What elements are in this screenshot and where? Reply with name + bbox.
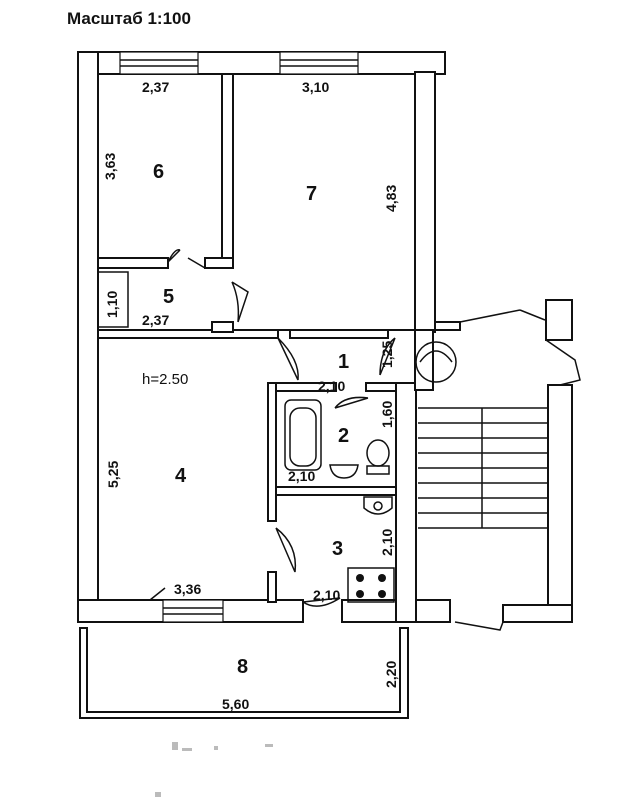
dim-r7-width: 3,10 — [302, 79, 329, 95]
dim-r3-height: 2,10 — [379, 529, 395, 556]
room-7-number: 7 — [306, 183, 317, 205]
kitchen-sink — [363, 496, 393, 515]
dim-r1-height: 1,25 — [379, 341, 395, 368]
dim-r5-width: 2,37 — [142, 312, 169, 328]
dim-r4-width: 3,36 — [174, 581, 201, 597]
dim-r8-height: 2,20 — [383, 661, 399, 688]
bathroom-fixtures — [284, 399, 393, 515]
windows — [119, 51, 359, 623]
dim-r2-width: 2,10 — [288, 468, 315, 484]
room-1-number: 1 — [338, 351, 349, 373]
dim-r4-height: 5,25 — [105, 461, 121, 488]
room-4-number: 4 — [175, 465, 187, 487]
balcony-walls — [79, 627, 409, 719]
dim-r3-width: 2,10 — [313, 587, 340, 603]
dim-r5-height: 1,10 — [104, 291, 120, 318]
bathroom-sink — [329, 464, 359, 479]
dim-r2-height: 1,60 — [379, 401, 395, 428]
room-5-number: 5 — [163, 286, 174, 308]
pantry — [97, 271, 129, 328]
interior-walls — [97, 73, 434, 623]
room-6-number: 6 — [153, 161, 164, 183]
bathtub — [284, 399, 322, 471]
room-2-number: 2 — [338, 425, 349, 447]
ceiling-height-label: h=2.50 — [142, 371, 188, 388]
stove — [347, 567, 395, 603]
scan-artifacts — [155, 742, 273, 797]
doors — [149, 249, 396, 607]
stairwell — [415, 299, 581, 631]
toilet — [366, 439, 390, 467]
room-8-number: 8 — [237, 656, 248, 678]
scale-title: Масштаб 1:100 — [67, 9, 191, 28]
dim-r1-width: 2,10 — [318, 378, 345, 394]
dim-r6-height: 3,63 — [102, 153, 118, 180]
dim-r8-width: 5,60 — [222, 696, 249, 712]
room-3-number: 3 — [332, 538, 343, 560]
dim-r7-height: 4,83 — [383, 185, 399, 212]
dim-r6-width: 2,37 — [142, 79, 169, 95]
